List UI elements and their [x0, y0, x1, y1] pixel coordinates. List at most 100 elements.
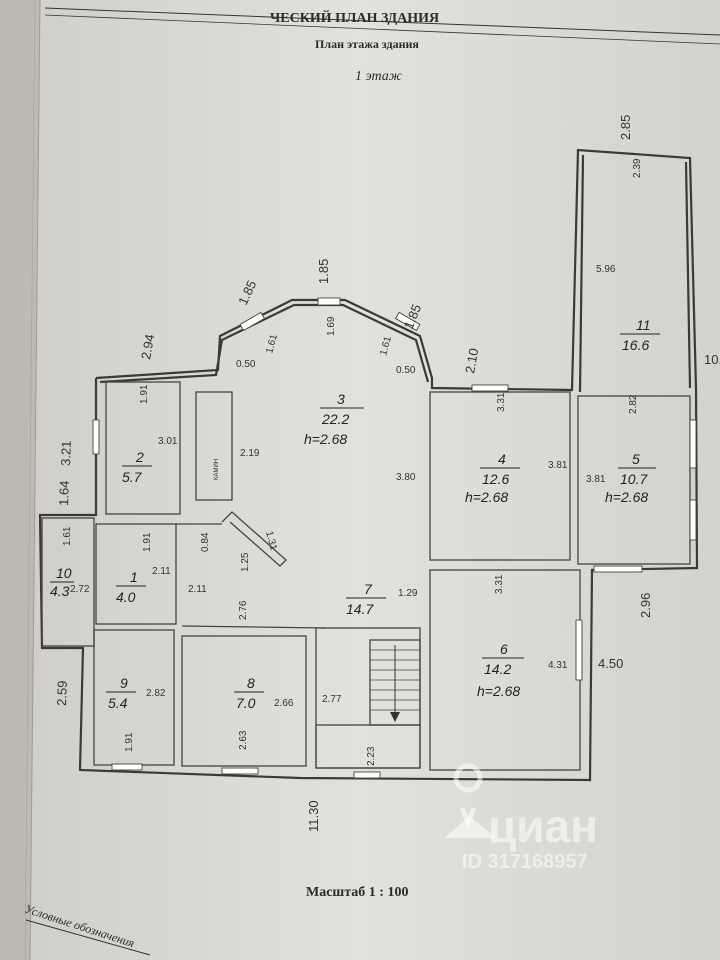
svg-text:2: 2	[135, 449, 144, 465]
room-label-2: 2 5.7	[122, 449, 152, 485]
svg-text:16.6: 16.6	[622, 337, 649, 353]
room-label-7: 7 14.7	[346, 581, 386, 617]
inner-dimensions: 2.39 5.96 1.69 1.61 1.61 0.50 0.50 1.91 …	[62, 158, 643, 766]
svg-text:1.61: 1.61	[264, 333, 280, 355]
room-label-5: 5 10.7 h=2.68	[605, 451, 656, 505]
svg-text:1.61: 1.61	[378, 335, 394, 357]
svg-text:1.61: 1.61	[62, 526, 73, 546]
svg-text:h=2.68: h=2.68	[465, 489, 508, 505]
window	[317, 297, 341, 306]
svg-text:4: 4	[498, 451, 506, 467]
dim-label: 11.30	[306, 800, 321, 832]
room-2-walls	[105, 381, 181, 515]
svg-text:4.3: 4.3	[50, 583, 70, 599]
svg-text:4.0: 4.0	[116, 589, 136, 605]
svg-text:8: 8	[247, 675, 255, 691]
dim-label: 1.85	[316, 259, 331, 284]
room-label-1: 1 4.0	[116, 569, 146, 605]
svg-text:2.82: 2.82	[146, 688, 166, 699]
svg-text:10: 10	[56, 565, 72, 581]
svg-text:1.91: 1.91	[139, 384, 150, 404]
window	[689, 419, 697, 469]
room-label-8: 8 7.0	[234, 675, 264, 711]
dim-label: 1.64	[56, 480, 72, 506]
svg-text:3.80: 3.80	[396, 472, 416, 483]
room-4-walls	[429, 391, 571, 561]
dim-label: 2.10	[462, 347, 481, 375]
svg-text:2.11: 2.11	[152, 566, 171, 577]
scale-label: Масштаб 1 : 100	[306, 885, 408, 900]
svg-text:22.2: 22.2	[321, 411, 349, 427]
svg-text:0.50: 0.50	[396, 365, 416, 376]
dim-label: 2.85	[618, 115, 633, 140]
svg-text:7: 7	[364, 581, 373, 597]
svg-text:11: 11	[636, 317, 651, 333]
svg-text:h=2.68: h=2.68	[304, 431, 347, 447]
room-10-walls	[41, 517, 95, 647]
doc-title: ЧЕСКИЙ ПЛАН ЗДАНИЯ	[270, 9, 439, 26]
dim-label: 3.21	[58, 440, 74, 466]
svg-text:5.4: 5.4	[108, 695, 128, 711]
dim-label: 2.59	[54, 680, 70, 706]
watermark-id: ID 317168957	[462, 851, 588, 873]
window	[394, 311, 421, 332]
window	[689, 499, 697, 541]
window	[111, 763, 143, 771]
svg-text:7.0: 7.0	[236, 695, 256, 711]
watermark-brand: циан	[488, 800, 598, 852]
dim-label: 2.94	[138, 333, 157, 361]
svg-text:9: 9	[120, 675, 128, 691]
svg-text:1.25: 1.25	[240, 552, 251, 572]
svg-text:5: 5	[632, 451, 640, 467]
svg-text:14.2: 14.2	[484, 661, 511, 677]
room-5-walls	[577, 395, 691, 565]
svg-text:h=2.68: h=2.68	[605, 489, 648, 505]
svg-text:1: 1	[130, 569, 138, 585]
svg-text:3.81: 3.81	[586, 474, 606, 485]
svg-text:3.31: 3.31	[494, 574, 505, 594]
svg-text:2.11: 2.11	[188, 584, 207, 595]
window	[575, 619, 583, 681]
svg-text:2.66: 2.66	[274, 698, 294, 709]
svg-text:3: 3	[337, 391, 345, 407]
window	[239, 311, 266, 332]
room-label-9: 9 5.4	[106, 675, 136, 711]
page-edge	[0, 0, 40, 960]
room-8-walls	[181, 635, 307, 767]
dim-label: 10.	[704, 352, 720, 367]
window	[471, 384, 509, 392]
svg-text:2.77: 2.77	[322, 694, 342, 705]
svg-text:5.7: 5.7	[122, 469, 143, 485]
room-label-6: 6 14.2 h=2.68	[477, 641, 524, 699]
svg-text:1.31: 1.31	[263, 530, 279, 552]
fireplace	[195, 391, 233, 501]
floor-label: 1 этаж	[355, 69, 402, 84]
svg-text:2.63: 2.63	[238, 730, 249, 750]
svg-text:h=2.68: h=2.68	[477, 683, 520, 699]
svg-text:2.23: 2.23	[366, 746, 377, 766]
svg-text:2.82: 2.82	[628, 394, 639, 414]
svg-text:3.31: 3.31	[496, 392, 507, 412]
svg-text:12.6: 12.6	[482, 471, 509, 487]
svg-text:1.91: 1.91	[124, 732, 135, 752]
svg-text:10.7: 10.7	[620, 471, 648, 487]
room-label-11: 11 16.6	[620, 317, 660, 353]
svg-text:14.7: 14.7	[346, 601, 374, 617]
fireplace-label: КАМИН	[214, 459, 220, 480]
room-label-3: 3 22.2 h=2.68	[304, 391, 364, 447]
svg-text:3.81: 3.81	[548, 460, 568, 471]
svg-text:1.29: 1.29	[398, 588, 418, 599]
cian-watermark: циан ID 317168957	[444, 763, 598, 873]
room-label-4: 4 12.6 h=2.68	[465, 451, 520, 505]
svg-text:1.69: 1.69	[326, 316, 337, 336]
svg-text:2.39: 2.39	[632, 158, 643, 178]
window	[593, 565, 643, 573]
doc-subtitle: План этажа здания	[315, 37, 419, 51]
dim-label: 2.96	[638, 593, 653, 618]
window	[92, 419, 100, 455]
svg-text:5.96: 5.96	[596, 264, 616, 275]
svg-text:0.50: 0.50	[236, 359, 256, 370]
